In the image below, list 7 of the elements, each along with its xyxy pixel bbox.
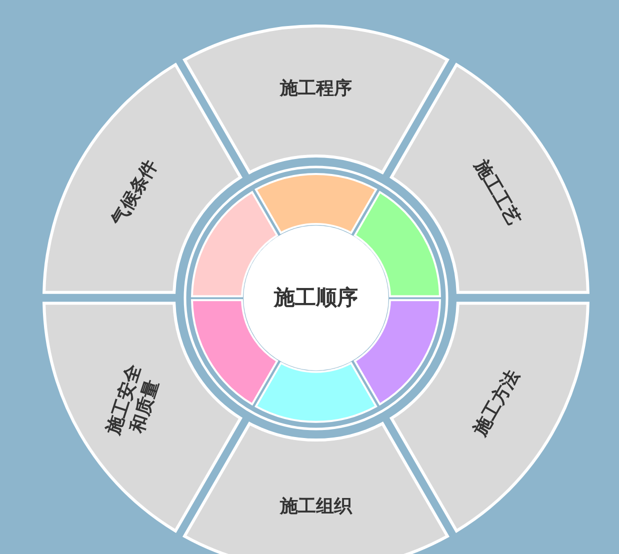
sector-label: 施工工艺 [469, 156, 526, 232]
sector-label: 施工程序 [278, 78, 353, 100]
sector-label: 气候条件 [106, 156, 163, 232]
sector-label: 施工安全和质量 [102, 360, 164, 439]
sector-label: 施工组织 [278, 496, 354, 518]
center-label: 施工顺序 [272, 285, 359, 311]
sector-label: 施工方法 [468, 364, 525, 441]
